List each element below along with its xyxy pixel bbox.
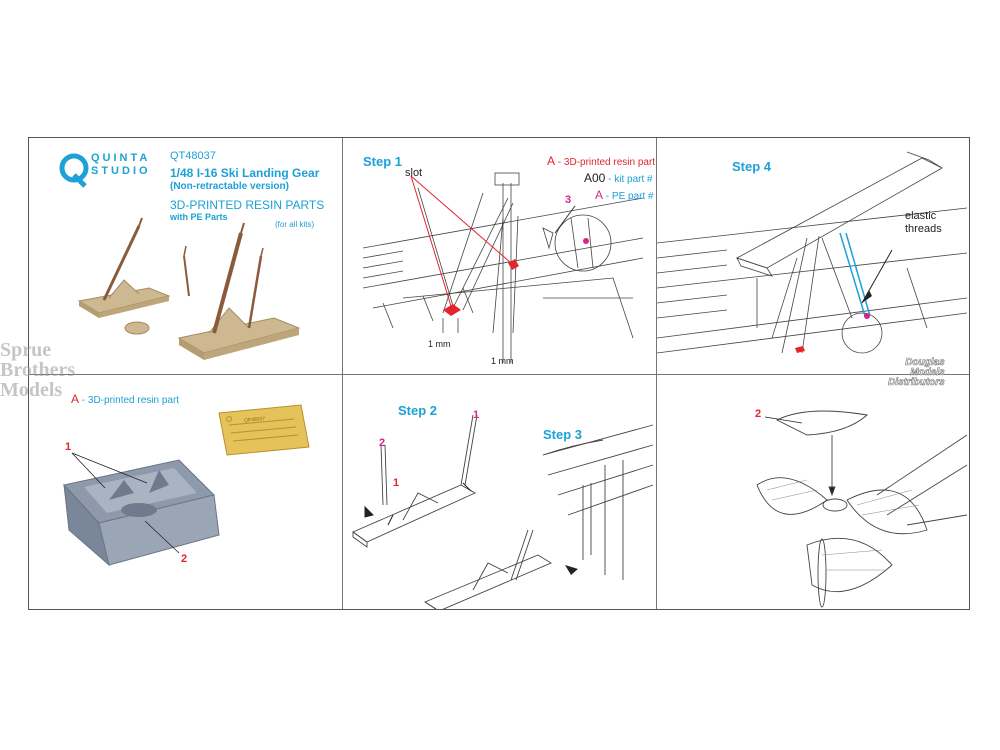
step-4-title: Step 4 bbox=[732, 159, 772, 174]
step-2-3-diagram bbox=[352, 414, 654, 609]
pe-fret bbox=[218, 404, 310, 456]
legend-pe-letter: A bbox=[595, 188, 604, 202]
resin-legend-letter: A bbox=[71, 392, 80, 406]
watermark-dmd-3: Distributors bbox=[888, 377, 945, 388]
resin-print-block bbox=[63, 459, 220, 567]
product-code: QT48037 bbox=[170, 150, 216, 162]
resin-parts-render bbox=[63, 404, 310, 567]
panel-resin-parts: A - 3D-printed resin part 1 2 QP48037 bbox=[29, 375, 342, 609]
step-3-title: Step 3 bbox=[543, 427, 583, 442]
pe-heading: with PE Parts bbox=[170, 212, 228, 222]
resin-heading: 3D-PRINTED RESIN PARTS bbox=[170, 198, 325, 212]
product-title: 1/48 I-16 Ski Landing Gear bbox=[170, 166, 320, 180]
product-subtitle: (Non-retractable version) bbox=[170, 181, 289, 192]
step-2-callout-1: 1 bbox=[393, 477, 400, 489]
quinta-logo-icon bbox=[59, 153, 89, 188]
watermark-dmd-2: Models bbox=[910, 367, 945, 378]
legend-kit-text: - kit part # bbox=[605, 174, 653, 185]
step-2-callout-1b: 1 bbox=[473, 409, 480, 421]
watermark-sbm-3: Models bbox=[0, 379, 63, 401]
divider-vertical-1 bbox=[342, 138, 343, 609]
watermark-sbm-2: Brothers bbox=[0, 359, 76, 381]
small-part-render bbox=[124, 321, 150, 335]
dimension-1mm-a: 1 mm bbox=[428, 339, 451, 349]
watermark-sprue-brothers: Sprue Brothers Models bbox=[0, 340, 75, 400]
step-1-callout-3: 3 bbox=[565, 194, 572, 206]
brand-studio: STUDIO bbox=[91, 165, 151, 177]
legend-kit-code: A00 bbox=[584, 171, 606, 185]
panel-product: QUINTA STUDIO QT48037 1/48 I-16 Ski Land… bbox=[29, 138, 342, 374]
step-4-diagram bbox=[657, 151, 968, 354]
elastic-label-line2: threads bbox=[905, 223, 942, 235]
watermark-dmd-1: Douglas bbox=[905, 357, 945, 368]
for-all-kits: (for all kits) bbox=[275, 220, 315, 229]
resin-legend-text: - 3D-printed resin part bbox=[79, 395, 180, 406]
resin-legend: A - 3D-printed resin part bbox=[71, 392, 179, 406]
elastic-label-line1: elastic bbox=[905, 210, 937, 222]
legend-kit: A00 - kit part # bbox=[584, 171, 653, 185]
step-1-title: Step 1 bbox=[363, 154, 403, 169]
panel-step-4: Step 4 elastic threads bbox=[657, 138, 969, 374]
ski-right-render bbox=[177, 222, 301, 360]
dimension-1mm-b: 1 mm bbox=[491, 356, 514, 366]
panel-step-1: Step 1 slot 3 1 mm 1 mm A - 3D-printed r… bbox=[343, 138, 656, 374]
step-2-callout-2: 2 bbox=[379, 437, 386, 449]
resin-callout-1: 1 bbox=[65, 441, 72, 453]
resin-callout-2: 2 bbox=[181, 553, 188, 565]
divider-horizontal bbox=[29, 374, 969, 375]
tail-callout-2: 2 bbox=[755, 408, 762, 420]
panel-step-2-3: Step 2 2 1 1 Step 3 bbox=[343, 375, 656, 609]
watermark-sbm-1: Sprue bbox=[0, 339, 52, 361]
brand-quinta: QUINTA bbox=[91, 152, 151, 164]
ski-left-render bbox=[77, 217, 190, 318]
legend-resin: A - 3D-printed resin part bbox=[547, 154, 655, 168]
step-1-diagram bbox=[362, 172, 644, 363]
legend-pe-text: - PE part # bbox=[603, 191, 654, 202]
legend-resin-letter: A bbox=[547, 154, 556, 168]
watermark-douglas: Douglas Models Distributors bbox=[888, 357, 945, 388]
product-render bbox=[59, 153, 301, 360]
legend-resin-text: - 3D-printed resin part bbox=[555, 157, 656, 168]
panel-tail: 2 bbox=[657, 375, 969, 609]
slot-label: slot bbox=[405, 167, 423, 179]
divider-vertical-2 bbox=[656, 138, 657, 609]
tail-diagram bbox=[756, 410, 968, 608]
legend-pe: A - PE part # bbox=[595, 188, 654, 202]
step-2-title: Step 2 bbox=[398, 403, 438, 418]
instruction-sheet: QUINTA STUDIO QT48037 1/48 I-16 Ski Land… bbox=[28, 137, 970, 610]
